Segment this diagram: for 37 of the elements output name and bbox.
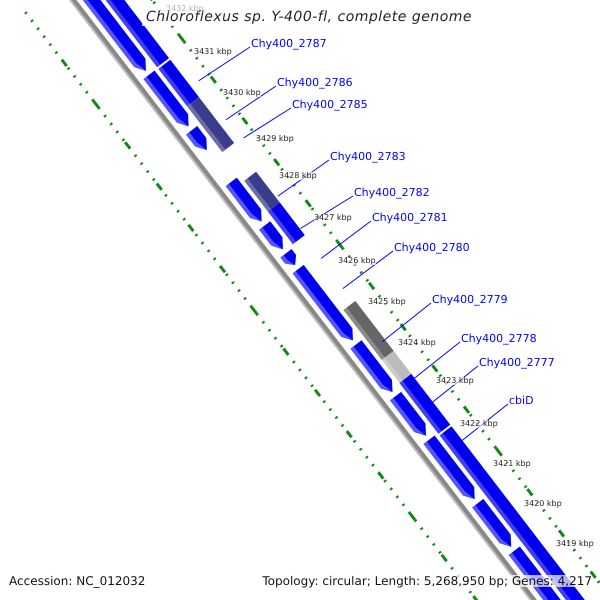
gene-label: Chy400_2786	[277, 77, 353, 88]
position-label: 3426 kbp	[338, 257, 376, 265]
leader-line	[300, 196, 354, 229]
position-label: 3419 kbp	[556, 540, 594, 548]
leader-line	[410, 342, 460, 382]
gene-label: Chy400_2787	[251, 38, 327, 49]
accession-text: Accession: NC_012032	[9, 575, 146, 587]
position-label: 3422 kbp	[460, 420, 498, 428]
genome-summary-text: Topology: circular; Length: 5,268,950 bp; Genes: 4,217	[262, 575, 592, 587]
position-label: 3425 kbp	[368, 298, 406, 306]
leader-line	[428, 366, 478, 406]
gene-label: Chy400_2783	[330, 151, 406, 162]
leader-line	[458, 404, 508, 444]
position-label: 3431 kbp	[194, 48, 232, 56]
position-label: 3430 kbp	[223, 89, 261, 97]
position-label: 3427 kbp	[314, 214, 352, 222]
position-label: 3424 kbp	[398, 339, 436, 347]
gene-label: Chy400_2780	[394, 242, 470, 253]
position-label: 3428 kbp	[279, 172, 317, 180]
leader-line	[226, 86, 276, 120]
gene-label: Chy400_2777	[479, 357, 555, 368]
gene-label: Chy400_2778	[461, 333, 537, 344]
leader-line	[342, 250, 394, 289]
position-label: 3423 kbp	[436, 377, 474, 385]
gene-label: Chy400_2782	[354, 187, 430, 198]
leader-line	[320, 220, 372, 259]
position-label: 3421 kbp	[493, 460, 531, 468]
gene-label: Chy400_2781	[372, 212, 448, 223]
leader-line	[198, 46, 250, 82]
gene-label: Chy400_2785	[292, 99, 368, 110]
leader-line	[382, 302, 432, 342]
gene-label: cbiD	[509, 395, 534, 406]
position-label: 3420 kbp	[524, 500, 562, 508]
gene-label: Chy400_2779	[432, 294, 508, 305]
position-label: 3429 kbp	[256, 135, 294, 143]
leader-line	[277, 160, 330, 197]
leader-line	[243, 108, 292, 138]
